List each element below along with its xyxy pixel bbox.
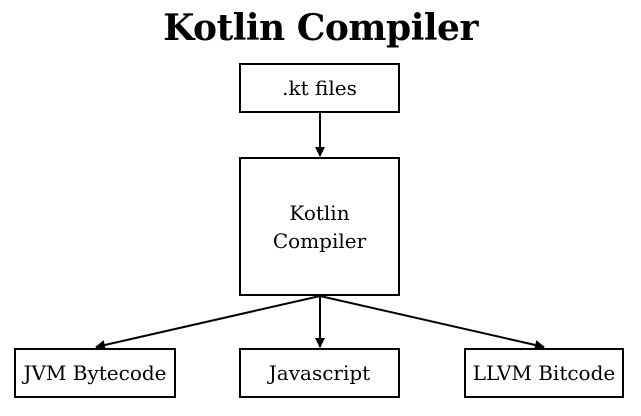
node-llvm-bitcode: LLVM Bitcode — [464, 348, 624, 398]
node-kotlin-compiler-label: Kotlin Compiler — [272, 200, 367, 253]
edge-compiler-to-jvm — [95, 295, 321, 350]
diagram-title: Kotlin Compiler — [163, 7, 478, 49]
node-jvm-bytecode-label: JVM Bytecode — [23, 361, 167, 385]
node-javascript: Javascript — [239, 348, 400, 398]
node-kt-files: ​.kt files — [239, 63, 400, 113]
node-javascript-label: Javascript — [268, 361, 371, 385]
node-jvm-bytecode: JVM Bytecode — [14, 348, 176, 398]
node-kt-files-label: ​.kt files — [282, 76, 357, 100]
edge-compiler-to-llvm — [319, 295, 545, 350]
node-llvm-bitcode-label: LLVM Bitcode — [472, 361, 616, 385]
node-kotlin-compiler: Kotlin Compiler — [239, 157, 400, 296]
